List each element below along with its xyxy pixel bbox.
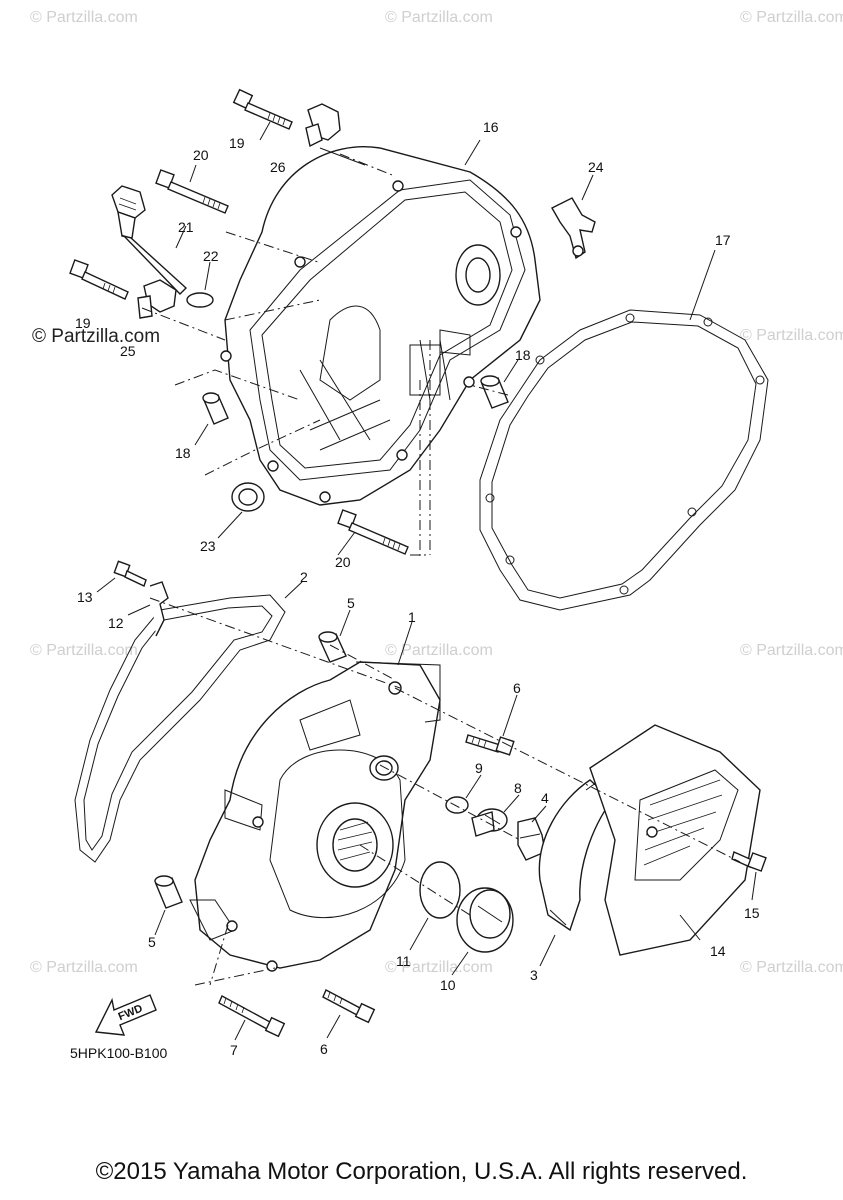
watermark: © Partzilla.com bbox=[385, 9, 493, 26]
callout-7: 7 bbox=[230, 1042, 238, 1058]
fwd-arrow-icon: FWD bbox=[94, 994, 157, 1036]
gasket-2 bbox=[74, 594, 286, 863]
callout-labels: 1 2 3 4 5 5 6 6 7 8 9 10 11 12 13 14 15 … bbox=[75, 119, 760, 1058]
dowel-5-top bbox=[318, 631, 347, 663]
clamp-25 bbox=[137, 279, 177, 319]
gasket-17-holes bbox=[485, 313, 765, 595]
callout-15: 15 bbox=[744, 905, 760, 921]
callout-5-top: 5 bbox=[347, 595, 355, 611]
dowel-5-bottom bbox=[154, 875, 183, 909]
dowel-18-left bbox=[202, 392, 229, 425]
bolt-13 bbox=[113, 560, 147, 587]
callout-2: 2 bbox=[300, 569, 308, 585]
callout-20-bottom: 20 bbox=[335, 554, 351, 570]
callout-26: 26 bbox=[270, 159, 286, 175]
crankcase-cover-1 bbox=[189, 661, 441, 972]
bracket-24 bbox=[551, 197, 596, 260]
callout-17: 17 bbox=[715, 232, 731, 248]
clip-12 bbox=[149, 581, 169, 637]
bolt-19-left bbox=[69, 259, 129, 300]
leader-lines-lower bbox=[96, 577, 757, 1041]
crankcase-cover-16 bbox=[220, 146, 541, 506]
cover-3 bbox=[538, 779, 613, 932]
callout-10: 10 bbox=[440, 977, 456, 993]
callout-1: 1 bbox=[408, 609, 416, 625]
o-ring-9 bbox=[445, 796, 469, 814]
watermark: © Partzilla.com bbox=[740, 959, 843, 976]
callout-11: 11 bbox=[396, 953, 411, 969]
bolt-19-top bbox=[232, 88, 293, 130]
watermark: © Partzilla.com bbox=[385, 642, 493, 659]
copyright-notice: ©2015 Yamaha Motor Corporation, U.S.A. A… bbox=[95, 1158, 748, 1185]
watermark: © Partzilla.com bbox=[30, 959, 138, 976]
callout-22: 22 bbox=[203, 248, 219, 264]
callout-19-top: 19 bbox=[229, 135, 245, 151]
cap-10 bbox=[456, 887, 514, 953]
callout-24: 24 bbox=[588, 159, 604, 175]
plug-8 bbox=[471, 808, 508, 837]
watermark: © Partzilla.com bbox=[30, 642, 138, 659]
watermark: © Partzilla.com bbox=[740, 9, 843, 26]
diagram-code: 5HPK100-B100 bbox=[70, 1045, 168, 1061]
callout-18-right: 18 bbox=[515, 347, 531, 363]
callout-12: 12 bbox=[108, 615, 124, 631]
bolt-15 bbox=[731, 851, 767, 872]
bolt-7 bbox=[218, 995, 286, 1038]
bolt-6-lower bbox=[322, 989, 376, 1024]
callout-13: 13 bbox=[77, 589, 93, 605]
watermark: © Partzilla.com bbox=[740, 642, 843, 659]
callout-6-upper: 6 bbox=[513, 680, 521, 696]
dowel-18-right bbox=[480, 375, 509, 409]
callout-8: 8 bbox=[514, 780, 522, 796]
gasket-2-inner bbox=[83, 605, 273, 851]
callout-21: 21 bbox=[178, 219, 194, 235]
watermark: © Partzilla.com bbox=[385, 959, 493, 976]
bolt-20-upper bbox=[155, 169, 229, 214]
bolt-6-upper bbox=[465, 734, 515, 756]
watermark: © Partzilla.com bbox=[740, 327, 843, 344]
dipstick-21 bbox=[111, 185, 188, 295]
watermark-bold: © Partzilla.com bbox=[32, 326, 160, 347]
callout-18-left: 18 bbox=[175, 445, 191, 461]
bolt-20-lower bbox=[337, 509, 409, 555]
callout-14: 14 bbox=[710, 943, 726, 959]
watermark: © Partzilla.com bbox=[30, 9, 138, 26]
leader-lines-upper bbox=[141, 121, 716, 560]
callout-20-top: 20 bbox=[193, 147, 209, 163]
callout-3: 3 bbox=[530, 967, 538, 983]
callout-16: 16 bbox=[483, 119, 499, 135]
callout-25: 25 bbox=[120, 343, 136, 359]
callout-19-left: 19 bbox=[75, 315, 91, 331]
cover-14 bbox=[589, 724, 761, 956]
clamp-26 bbox=[305, 103, 341, 148]
callout-5-bottom: 5 bbox=[148, 934, 156, 950]
callout-23: 23 bbox=[200, 538, 216, 554]
callout-6-lower: 6 bbox=[320, 1041, 328, 1057]
callout-4: 4 bbox=[541, 790, 549, 806]
oil-seal-23 bbox=[231, 482, 265, 512]
callout-9: 9 bbox=[475, 760, 483, 776]
o-ring-22 bbox=[186, 292, 214, 308]
gasket-17-inner bbox=[491, 321, 757, 599]
gasket-17 bbox=[479, 309, 769, 611]
o-ring-11 bbox=[419, 861, 461, 919]
